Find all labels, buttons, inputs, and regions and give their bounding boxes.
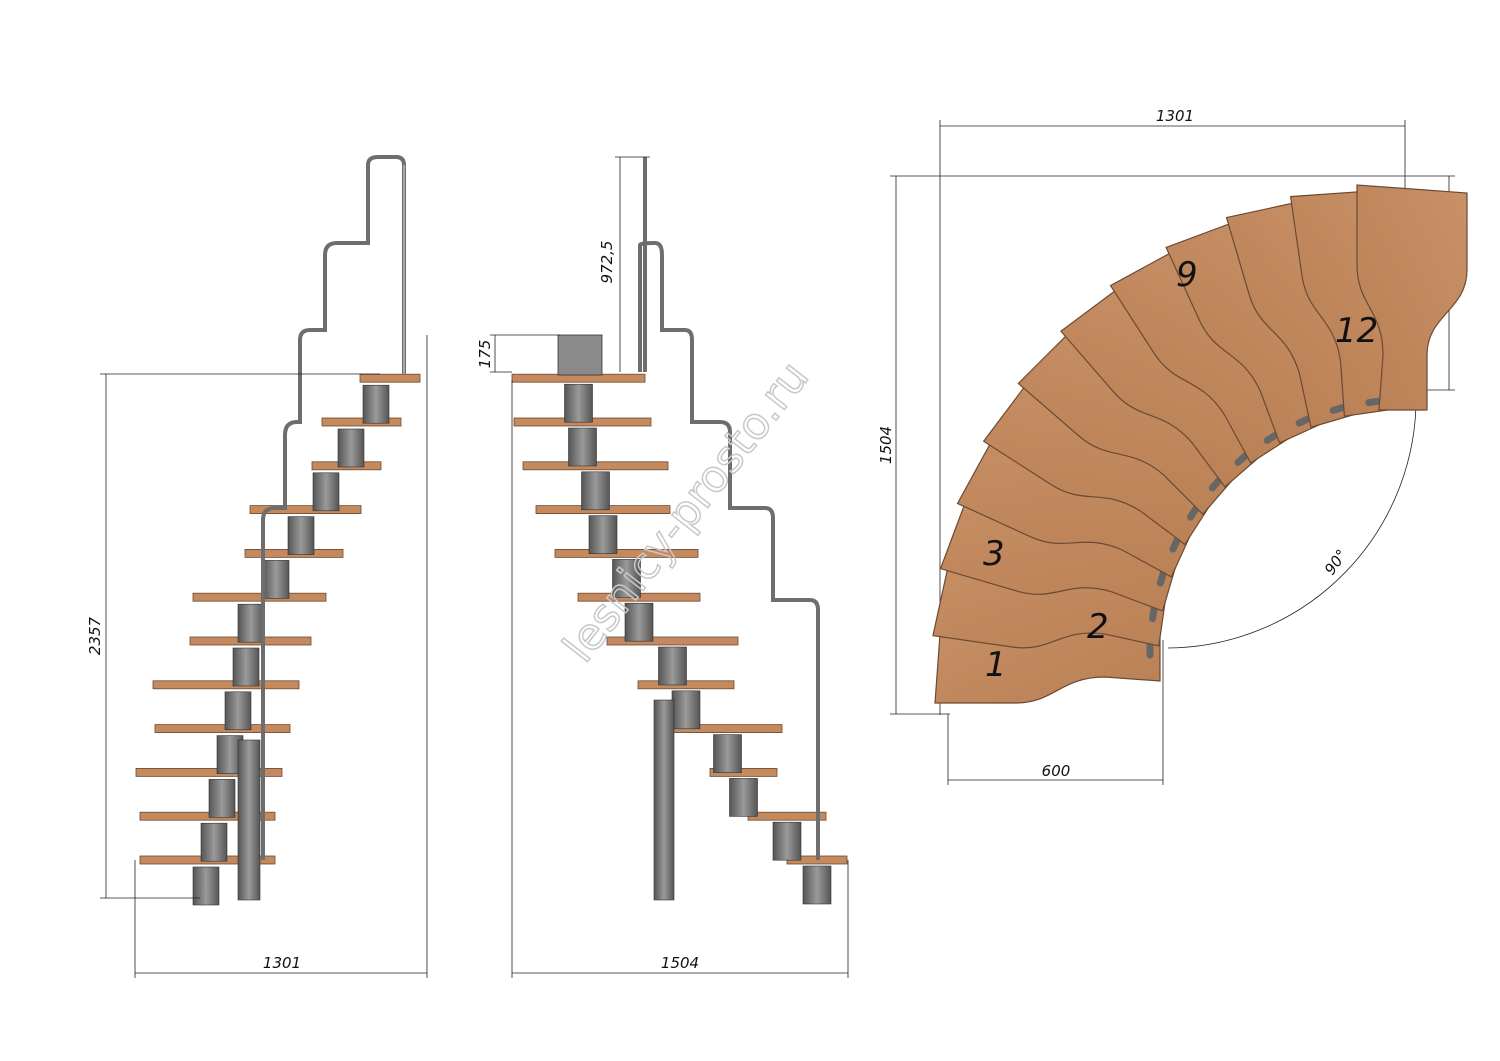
step-number-9: 9 xyxy=(1176,255,1198,295)
column-segment xyxy=(658,646,687,686)
column-segment xyxy=(581,471,610,511)
dimension-platform: 175 xyxy=(476,334,560,373)
left-width-label: 1301 xyxy=(263,954,301,972)
wall-bracket-plate xyxy=(557,334,603,376)
column-segment xyxy=(772,821,802,861)
tread xyxy=(359,373,421,383)
column-segment xyxy=(262,560,290,599)
column-segment xyxy=(713,734,742,773)
dimension-left-height: 2357 xyxy=(86,373,380,899)
plan-height-label: 1504 xyxy=(877,426,895,464)
tread xyxy=(192,592,327,602)
column-segment xyxy=(624,602,654,642)
handrail xyxy=(261,155,406,860)
plan-view-treads xyxy=(932,184,1468,704)
tread xyxy=(139,811,276,821)
column-segment xyxy=(192,866,220,906)
plan-tread xyxy=(1356,184,1468,411)
tread xyxy=(747,811,827,821)
column-segment xyxy=(568,427,597,467)
column-segment xyxy=(208,779,236,818)
step-number-2: 2 xyxy=(1087,607,1109,647)
column-segment xyxy=(232,647,260,687)
tread-shape xyxy=(1356,184,1468,411)
column-segment xyxy=(224,691,252,731)
column-segment xyxy=(287,516,315,555)
support-post xyxy=(653,699,675,901)
middle-width-label: 1504 xyxy=(661,954,699,972)
column-segment xyxy=(564,383,593,423)
support-post xyxy=(237,739,261,901)
tread xyxy=(554,549,699,558)
dimension-middle-width: 1504 xyxy=(511,380,849,978)
column-segment xyxy=(362,384,390,424)
column-segment xyxy=(612,559,641,598)
tread xyxy=(135,768,283,777)
plan-width-label: 1301 xyxy=(1156,107,1194,125)
step-number-1: 1 xyxy=(985,645,1007,685)
tread xyxy=(709,768,778,777)
platform-label: 175 xyxy=(476,340,494,369)
side-view-middle xyxy=(511,157,848,905)
column-segment xyxy=(671,690,701,730)
step-number-3: 3 xyxy=(983,534,1005,574)
dimension-rail-height: 972,5 xyxy=(598,156,650,372)
column-segment xyxy=(588,515,618,554)
column-segment xyxy=(802,865,832,905)
step-numbers: 1 2 3 9 12 xyxy=(983,255,1378,685)
step-number-12: 12 xyxy=(1335,311,1378,351)
bottom-width-label: 600 xyxy=(1042,762,1071,780)
dimension-left-width: 1301 xyxy=(134,335,428,978)
angle-label: 90° xyxy=(1321,546,1351,578)
tread xyxy=(249,505,362,515)
tread xyxy=(321,417,402,427)
column-segment xyxy=(337,428,365,468)
tread xyxy=(606,636,739,646)
left-height-label: 2357 xyxy=(86,616,104,655)
column-segment xyxy=(312,472,340,512)
tread xyxy=(154,724,291,733)
rail-height-label: 972,5 xyxy=(598,241,616,284)
column-segment xyxy=(237,603,265,643)
side-view-left xyxy=(135,155,421,906)
tread xyxy=(152,680,300,690)
handrail xyxy=(638,157,820,860)
column-segment xyxy=(200,822,228,862)
tread xyxy=(511,373,646,383)
column-segment xyxy=(729,778,758,817)
